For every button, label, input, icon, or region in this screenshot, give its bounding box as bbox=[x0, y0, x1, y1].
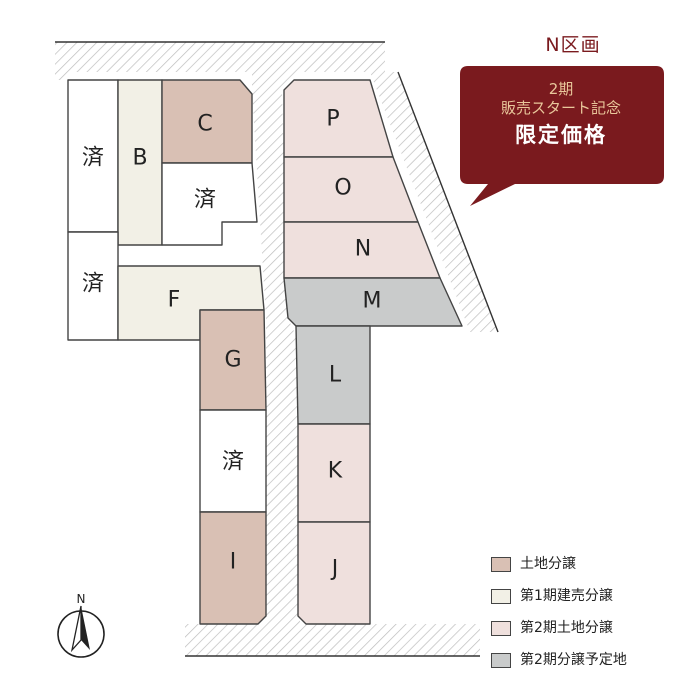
legend-item: 第2期土地分譲 bbox=[491, 618, 691, 640]
lot-i[interactable] bbox=[199, 511, 267, 625]
lot-label-p: P bbox=[326, 107, 339, 132]
callout-sale-start: 販売スタート記念 bbox=[500, 99, 621, 117]
legend-label: 第2期土地分譲 bbox=[520, 620, 613, 636]
lot-j[interactable] bbox=[297, 521, 371, 625]
lot-labels: 済 B C 済 済 F G 済 I P O N M L K J bbox=[82, 107, 382, 582]
lot-label-l: L bbox=[329, 363, 342, 388]
road-south bbox=[185, 624, 480, 656]
compass-icon bbox=[57, 605, 105, 658]
lot-label-sumi-3: 済 bbox=[82, 272, 104, 297]
callout-bubble bbox=[460, 66, 664, 206]
legend-swatch-phase1-built bbox=[491, 589, 511, 604]
lot-label-sumi-1: 済 bbox=[82, 146, 104, 171]
road-west-spur bbox=[55, 72, 68, 80]
legend-item: 第2期分譲予定地 bbox=[491, 650, 691, 672]
lot-label-j: J bbox=[330, 557, 339, 582]
lot-p[interactable] bbox=[283, 79, 394, 158]
lot-label-sumi-2: 済 bbox=[194, 188, 216, 213]
road-central bbox=[252, 72, 300, 628]
legend: 土地分譲 第1期建売分譲 第2期土地分譲 第2期分譲予定地 bbox=[491, 554, 691, 682]
area-title: N区画 bbox=[545, 34, 601, 56]
compass-letter: N bbox=[76, 592, 86, 606]
lot-label-g: G bbox=[224, 348, 241, 373]
lot-label-o: O bbox=[334, 176, 351, 201]
west-block bbox=[67, 79, 267, 625]
road-north bbox=[55, 42, 385, 72]
lot-label-i: I bbox=[230, 550, 237, 575]
legend-swatch-phase2-planned bbox=[491, 653, 511, 668]
lot-label-n: N bbox=[355, 237, 371, 262]
east-block bbox=[283, 79, 463, 625]
legend-label: 土地分譲 bbox=[520, 556, 576, 572]
lot-sumi-2[interactable] bbox=[161, 162, 258, 246]
callout-phase: 2期 bbox=[548, 80, 574, 98]
roads bbox=[55, 41, 499, 657]
lot-label-m: M bbox=[363, 289, 382, 314]
callout-limited-price: 限定価格 bbox=[515, 123, 607, 147]
lot-m[interactable] bbox=[283, 277, 463, 327]
lot-label-c: C bbox=[197, 112, 212, 137]
legend-swatch-phase2-land bbox=[491, 621, 511, 636]
lot-label-b: B bbox=[132, 146, 147, 171]
callout-text: 2期 販売スタート記念 限定価格 bbox=[458, 80, 664, 150]
legend-label: 第1期建売分譲 bbox=[520, 588, 613, 604]
lot-label-f: F bbox=[168, 288, 181, 313]
road-east-diagonal bbox=[370, 72, 498, 332]
lot-c[interactable] bbox=[161, 79, 253, 164]
legend-item: 第1期建売分譲 bbox=[491, 586, 691, 608]
lot-label-k: K bbox=[328, 459, 343, 484]
legend-item: 土地分譲 bbox=[491, 554, 691, 576]
lot-label-sumi-4: 済 bbox=[222, 450, 244, 475]
legend-label: 第2期分譲予定地 bbox=[520, 652, 627, 668]
legend-swatch-land-sale bbox=[491, 557, 511, 572]
